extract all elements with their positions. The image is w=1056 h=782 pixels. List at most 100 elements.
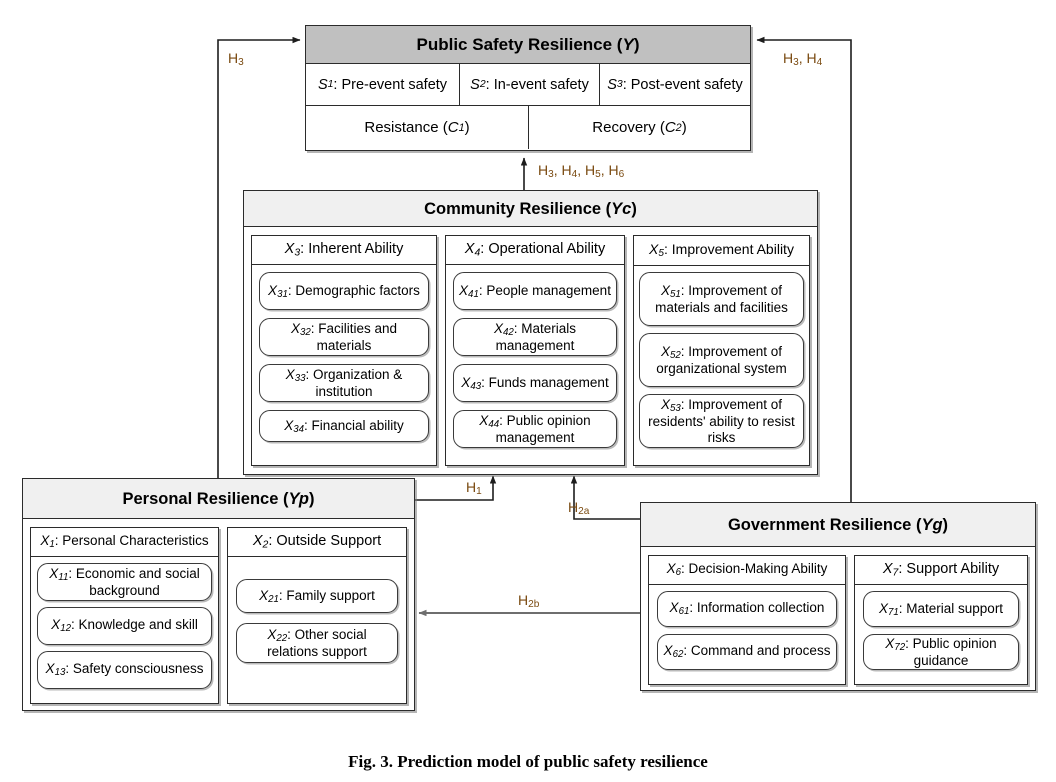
item-x72-id: X [885,635,895,651]
panel-x1-personal-characteristics: X1: Personal Characteristics X11: Econom… [30,527,219,704]
government-title-close: ) [942,516,949,534]
item-x31-idx: 31 [277,288,288,300]
panel-x3-title-label: : Inherent Ability [300,241,404,257]
panel-x1-idx: 1 [49,539,55,551]
item-x22-id: X [267,626,277,642]
panel-x5-items: X51: Improvement of materials and facili… [634,266,809,465]
government-resilience-box: Government Resilience (Yg) X6: Decision-… [640,502,1036,691]
item-x51-id: X [660,282,670,298]
stage-s1-label: : Pre-event safety [333,76,448,93]
capacity-c2-idx: 2 [675,121,682,134]
community-title-text: Community Resilience ( [424,200,612,218]
stage-s2-label: : In-event safety [485,76,589,93]
panel-x5-id: X [649,241,659,257]
item-x31-id: X [268,282,278,298]
item-x33-label: : Organization & institution [305,366,403,400]
item-x12-idx: 12 [60,623,71,635]
item-x34: X34: Financial ability [259,410,429,443]
panel-x7-title: X7: Support Ability [855,556,1027,586]
panel-x1-title-label: : Personal Characteristics [54,533,209,548]
stage-s1-idx: 1 [327,79,334,90]
panel-x1-items: X11: Economic and social background X12:… [31,557,218,703]
panel-x7-support-ability: X7: Support Ability X71: Material suppor… [854,555,1028,685]
h3456-h3: H [538,162,549,178]
hypothesis-label-h1: H1 [466,479,482,497]
item-x44: X44: Public opinion management [453,410,617,449]
personal-title: Personal Resilience (Yp) [23,479,414,519]
panel-x6-title-label: : Decision-Making Ability [681,561,828,576]
item-x22-idx: 22 [276,633,288,644]
stage-s2-idx: 2 [479,79,486,90]
panel-x5-title: X5: Improvement Ability [634,236,809,267]
stage-s2-id: S [470,76,480,93]
panel-x3-idx: 3 [294,247,301,259]
panel-x3-inherent-ability: X3: Inherent Ability X31: Demographic fa… [251,235,437,466]
panel-x7-idx: 7 [892,567,899,579]
item-x51-label: : Improvement of materials and facilitie… [655,282,788,316]
panel-x7-id: X [882,561,893,577]
panel-x3-id: X [284,241,295,257]
item-x53-idx: 53 [669,403,681,415]
panel-x2-idx: 2 [262,539,269,551]
panel-x5-idx: 5 [658,248,664,260]
panel-x5-title-label: : Improvement Ability [664,241,794,257]
item-x33: X33: Organization & institution [259,364,429,403]
community-title: Community Resilience (Yc) [244,191,817,227]
panel-x3-title: X3: Inherent Ability [252,236,436,266]
panel-x4-operational-ability: X4: Operational Ability X41: People mana… [445,235,625,466]
item-x53-label: : Improvement of residents' ability to r… [648,397,795,445]
h3h4-h3: H [783,50,794,66]
item-x52-label: : Improvement of organizational system [656,343,787,377]
community-title-close: ) [631,200,637,218]
h3h4-h3-sub: 3 [793,57,799,69]
item-x43-label: : Funds management [481,374,609,390]
item-x34-idx: 34 [293,423,305,435]
panel-x2-title: X2: Outside Support [228,528,406,558]
panel-x4-title-label: : Operational Ability [480,241,606,257]
item-x71-id: X [878,600,888,616]
personal-title-close: ) [308,490,315,508]
panel-x6-title: X6: Decision-Making Ability [649,556,845,586]
item-x61-idx: 61 [678,606,690,618]
hypothesis-label-h2a: H2a [568,499,589,517]
item-x11-label: : Economic and social background [68,565,200,599]
h2b-h: H [518,592,529,608]
panel-x6-items: X61: Information collection X62: Command… [649,585,845,684]
community-panels: X3: Inherent Ability X31: Demographic fa… [251,235,810,466]
item-x21-label: : Family support [278,587,375,603]
h3456-h6-sub: 6 [618,169,625,181]
item-x12: X12: Knowledge and skill [37,607,212,646]
personal-title-text: Personal Resilience ( [122,490,289,508]
item-x22-label: : Other social relations support [267,626,367,660]
item-x52-idx: 52 [669,349,681,361]
item-x42-label: : Materials management [495,320,577,354]
item-x71-label: : Material support [898,600,1004,616]
item-x31: X31: Demographic factors [259,272,429,311]
item-x32-label: : Facilities and materials [310,320,398,354]
item-x62: X62: Command and process [657,634,837,671]
item-x43: X43: Funds management [453,364,617,403]
item-x32-id: X [290,320,300,336]
item-x32-idx: 32 [299,327,311,338]
government-panels: X6: Decision-Making Ability X61: Informa… [648,555,1028,685]
item-x13-idx: 13 [54,667,66,679]
item-x33-idx: 33 [294,373,306,384]
government-title-text: Government Resilience ( [727,516,922,534]
item-x51-idx: 51 [669,288,681,300]
panel-x4-id: X [464,241,475,257]
h3-left-sub: 3 [238,57,244,69]
h3456-h4-sub: 4 [571,169,578,181]
panel-x4-items: X41: People management X42: Materials ma… [446,265,624,465]
h3h4-h4-sub: 4 [816,57,823,69]
item-x43-idx: 43 [470,380,482,392]
item-x13-id: X [45,661,55,677]
item-x22: X22: Other social relations support [236,623,398,664]
panel-x2-id: X [252,533,263,549]
panel-x6-id: X [666,561,676,576]
